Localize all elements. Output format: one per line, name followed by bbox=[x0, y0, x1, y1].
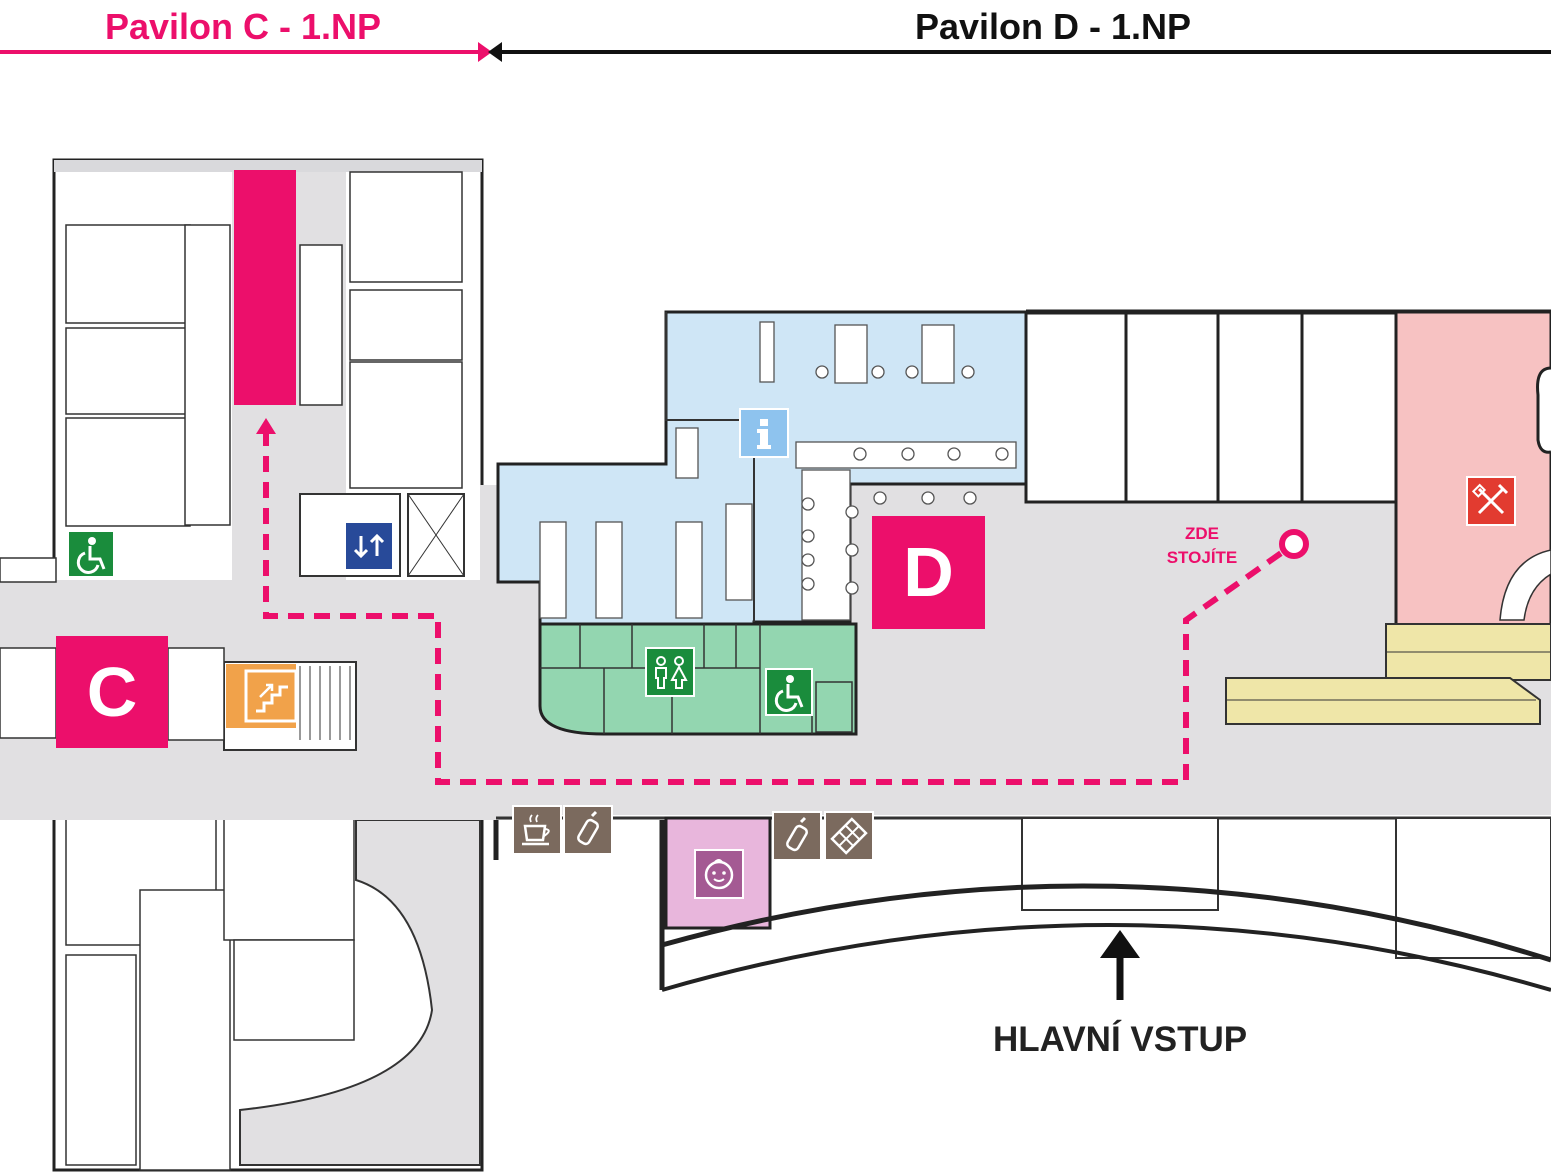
route-path bbox=[263, 430, 1296, 785]
pavilion-c-divider-arrow bbox=[0, 42, 492, 62]
fork-knife-icon bbox=[1466, 476, 1516, 526]
pavilion-c-title: Pavilon C - 1.NP bbox=[105, 6, 382, 47]
baby-bottle-icon bbox=[772, 811, 822, 861]
highlighted-passage bbox=[234, 170, 296, 405]
you-are-here-label: ZDE STOJÍTE bbox=[1150, 522, 1254, 570]
elevator-icon bbox=[344, 521, 394, 571]
main-entrance-label: HLAVNÍ VSTUP bbox=[993, 1020, 1248, 1059]
wheelchair-icon bbox=[67, 530, 115, 578]
you-are-here-marker bbox=[1279, 529, 1309, 559]
baby-bottle-icon bbox=[563, 805, 613, 855]
you-are-here-line2: STOJÍTE bbox=[1166, 548, 1238, 567]
pavilion-c-label: C bbox=[56, 636, 168, 748]
pavilion-d-building bbox=[480, 309, 1551, 992]
pavilion-d-label: D bbox=[872, 516, 985, 629]
wheelchair-icon bbox=[765, 668, 813, 716]
pavilion-d-divider-arrow bbox=[488, 42, 1551, 62]
chocolate-bar-icon bbox=[824, 811, 874, 861]
route-arrow-head bbox=[256, 418, 276, 434]
you-are-here-line1: ZDE bbox=[1185, 524, 1219, 543]
pavilion-d-title: Pavilon D - 1.NP bbox=[915, 6, 1192, 47]
baby-face-icon bbox=[694, 849, 744, 899]
coffee-cup-icon bbox=[512, 805, 562, 855]
information-icon bbox=[739, 408, 789, 458]
stairs-icon bbox=[244, 669, 298, 723]
toilets-icon bbox=[645, 647, 695, 697]
arrow-up-icon bbox=[1100, 930, 1140, 1000]
